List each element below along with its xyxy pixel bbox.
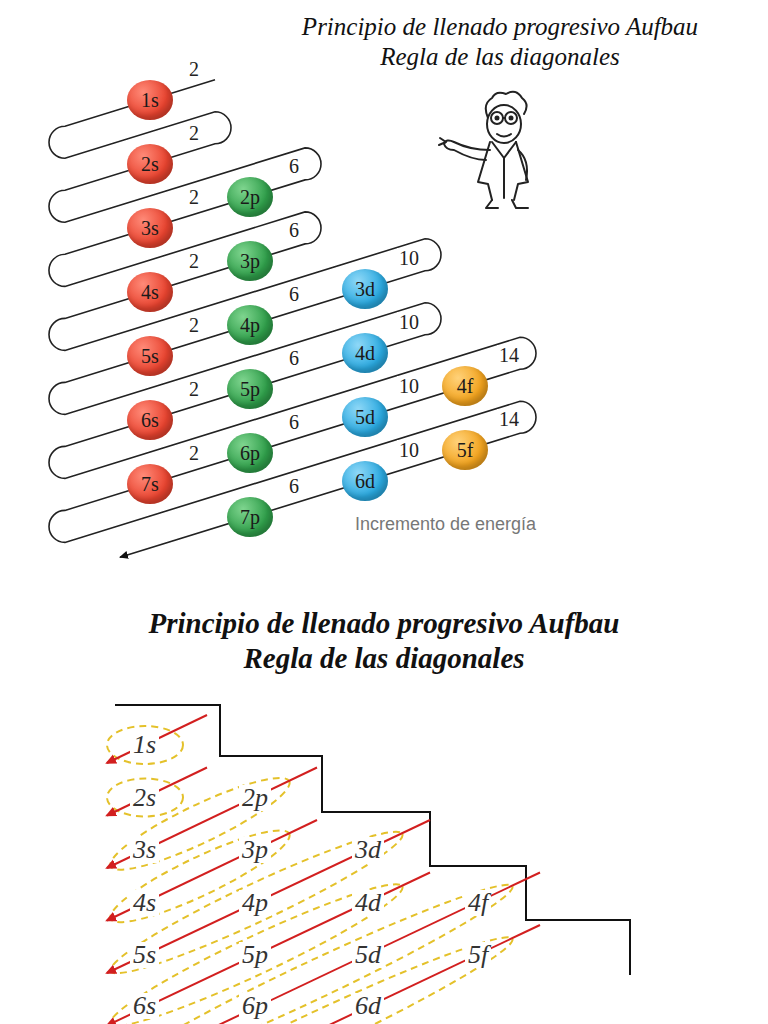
capacity-number: 14 <box>497 409 521 429</box>
orbital-label: 6p <box>240 442 260 465</box>
orbital-circle: 7s <box>127 464 173 504</box>
diagonal-arrows <box>107 715 540 1024</box>
capacity-number: 10 <box>397 312 421 332</box>
staircase-line <box>115 705 630 975</box>
orbital-label: 5s <box>130 942 159 968</box>
capacity-number: 2 <box>187 443 201 463</box>
orbital-label: 2s <box>130 785 159 811</box>
orbital-circle: 6s <box>127 400 173 440</box>
capacity-number: 2 <box>187 59 201 79</box>
capacity-number: 10 <box>397 376 421 396</box>
orbital-label: 4s <box>130 890 159 916</box>
orbital-label: 4f <box>465 890 491 916</box>
orbital-circle: 4f <box>442 366 488 406</box>
diagonal-arrow <box>107 715 207 763</box>
orbital-label: 6d <box>352 993 384 1019</box>
orbital-label: 3p <box>240 250 260 273</box>
orbital-circle: 2p <box>227 177 273 217</box>
orbital-circle: 3p <box>227 241 273 281</box>
orbital-label: 5d <box>355 406 375 429</box>
orbital-label: 5f <box>465 942 491 968</box>
orbital-label: 2p <box>240 186 260 209</box>
orbital-label: 4d <box>355 342 375 365</box>
serpentine-path <box>49 80 536 558</box>
diagonal-arrow <box>107 873 540 1024</box>
diagonal-arrow <box>107 768 317 869</box>
orbital-circle: 7p <box>227 497 273 537</box>
orbital-label: 4p <box>240 314 260 337</box>
capacity-number: 6 <box>287 476 301 496</box>
diagonal-arrow <box>107 820 317 921</box>
orbital-label: 4f <box>457 375 474 398</box>
orbital-label: 7p <box>240 506 260 529</box>
capacity-number: 2 <box>187 251 201 271</box>
axis-note: Incremento de energía <box>355 514 536 535</box>
orbital-circle: 4s <box>127 272 173 312</box>
orbital-label: 5d <box>352 942 384 968</box>
professor-cartoon <box>439 92 528 208</box>
orbital-label: 2p <box>239 785 271 811</box>
orbital-label: 5f <box>457 439 474 462</box>
diagram-title: Principio de llenado progresivo Aufbau R… <box>288 12 712 72</box>
diagonal-group <box>103 869 411 1024</box>
orbital-label: 6s <box>130 993 159 1019</box>
capacity-number: 14 <box>497 345 521 365</box>
capacity-number: 2 <box>187 123 201 143</box>
orbital-label: 1s <box>130 732 159 758</box>
orbital-label: 3s <box>141 217 159 240</box>
orbital-label: 7s <box>141 473 159 496</box>
capacity-number: 2 <box>187 315 201 335</box>
capacity-number: 6 <box>287 156 301 176</box>
orbital-circle: 1s <box>127 80 173 120</box>
orbital-circle: 6p <box>227 433 273 473</box>
diagonal-group <box>102 922 520 1024</box>
capacity-number: 2 <box>187 379 201 399</box>
orbital-label: 4s <box>141 281 159 304</box>
orbital-label: 4d <box>352 890 384 916</box>
orbital-circle: 2s <box>127 144 173 184</box>
winding-line <box>49 80 536 558</box>
orbital-circle: 4p <box>227 305 273 345</box>
orbital-label: 5p <box>240 378 260 401</box>
orbital-label: 4p <box>239 890 271 916</box>
capacity-number: 2 <box>187 187 201 207</box>
diagonal-arrow <box>107 820 430 973</box>
orbital-circle: 5p <box>227 369 273 409</box>
diagonal-arrow <box>107 873 430 1024</box>
orbital-label: 5s <box>141 345 159 368</box>
orbital-circle: 5f <box>442 430 488 470</box>
diagonal-group <box>103 817 411 989</box>
orbital-label: 1s <box>141 89 159 112</box>
diagonal-arrow <box>107 925 540 1024</box>
orbital-label: 3s <box>130 837 159 863</box>
orbital-label: 5p <box>239 942 271 968</box>
capacity-number: 6 <box>287 284 301 304</box>
capacity-number: 6 <box>287 220 301 240</box>
capacity-number: 6 <box>287 412 301 432</box>
orbital-circle: 5d <box>342 397 388 437</box>
orbital-label: 6p <box>239 993 271 1019</box>
capacity-number: 10 <box>397 248 421 268</box>
orbital-label: 3p <box>239 837 271 863</box>
diagonal-ellipses <box>102 726 520 1024</box>
orbital-circle: 6d <box>342 461 388 501</box>
orbital-label: 3d <box>352 837 384 863</box>
diagonal-arrow <box>107 768 207 816</box>
orbital-label: 6s <box>141 409 159 432</box>
orbital-circle: 4d <box>342 333 388 373</box>
orbital-label: 2s <box>141 153 159 176</box>
section-heading: Principio de llenado progresivo Aufbau R… <box>133 606 635 676</box>
orbital-label: 6d <box>355 470 375 493</box>
capacity-number: 6 <box>287 348 301 368</box>
orbital-label: 3d <box>355 278 375 301</box>
orbital-circle: 3d <box>342 269 388 309</box>
capacity-number: 10 <box>397 440 421 460</box>
orbital-circle: 3s <box>127 208 173 248</box>
orbital-circle: 5s <box>127 336 173 376</box>
